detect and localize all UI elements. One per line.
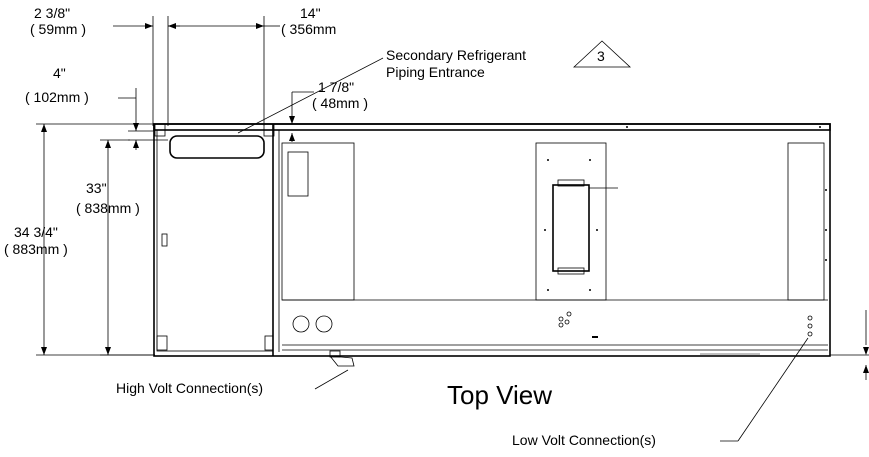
label-low-volt: Low Volt Connection(s) — [512, 432, 656, 448]
dim-pipe-width-metric: ( 356mm — [281, 21, 336, 37]
note-triangle: 3 — [572, 40, 632, 68]
dim-left-offset-imperial: 2 3/8" — [34, 5, 70, 21]
main-section — [281, 126, 828, 351]
high-volt-connections — [292, 315, 355, 390]
unit-body — [153, 123, 831, 357]
piping-entrance — [169, 57, 384, 159]
view-title: Top View — [447, 380, 552, 410]
label-secondary-refrigerant-line2: Piping Entrance — [386, 64, 485, 80]
dim-pipe-width-imperial: 14" — [300, 5, 321, 21]
dim-top-offset-imperial: 4" — [53, 65, 66, 81]
dim-gap-imperial: 1 7/8" — [318, 79, 354, 95]
label-high-volt: High Volt Connection(s) — [116, 380, 263, 396]
dim-gap-metric: ( 48mm ) — [312, 95, 368, 111]
dim-top-offset-metric: ( 102mm ) — [25, 89, 89, 105]
center-fittings — [558, 311, 598, 338]
low-volt-connections — [720, 315, 813, 442]
bottom-rail-detail — [329, 350, 760, 358]
dim-overall-depth-imperial: 34 3/4" — [14, 224, 58, 240]
dim-left-offset-metric: ( 59mm ) — [30, 21, 86, 37]
label-secondary-refrigerant-line1: Secondary Refrigerant — [386, 47, 526, 63]
dim-inner-depth-imperial: 33" — [86, 180, 107, 196]
dim-overall-depth-metric: ( 883mm ) — [4, 241, 68, 257]
note-number: 3 — [597, 48, 605, 64]
